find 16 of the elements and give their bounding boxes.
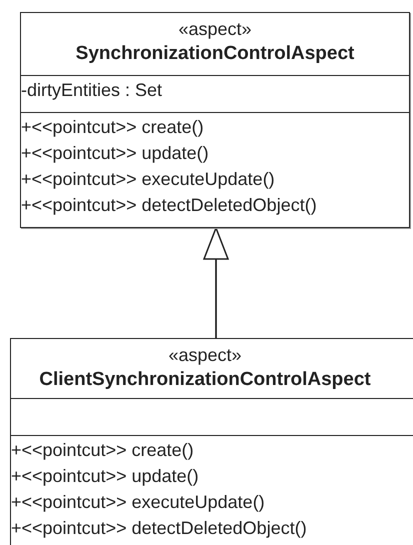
operation-text: +<<pointcut>> update() (21, 142, 209, 165)
generalization-arrow (203, 227, 229, 338)
class-name: ClientSynchronizationControlAspect (39, 368, 371, 392)
stereotype-text: «aspect» (168, 344, 242, 367)
class-box (10, 338, 413, 545)
operation-text: +<<pointcut>> executeUpdate() (11, 491, 265, 514)
operation-text: +<<pointcut>> update() (11, 465, 199, 488)
operation-text: +<<pointcut>> create() (21, 116, 204, 139)
operation-text: +<<pointcut>> detectDeletedObject() (21, 194, 317, 217)
attribute-text: -dirtyEntities : Set (21, 78, 162, 102)
operation-text: +<<pointcut>> executeUpdate() (21, 168, 275, 191)
class-name: SynchronizationControlAspect (76, 42, 354, 66)
class-box (20, 12, 410, 228)
operation-text: +<<pointcut>> detectDeletedObject() (11, 517, 307, 540)
operation-text: +<<pointcut>> create() (11, 439, 194, 462)
stereotype-text: «aspect» (178, 18, 252, 41)
